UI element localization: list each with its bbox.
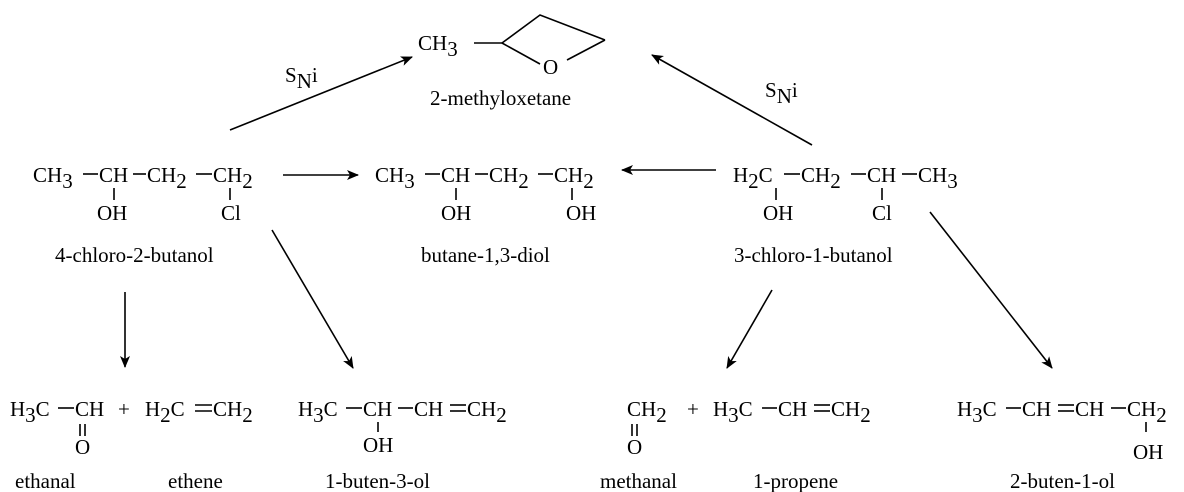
svg-text:OH: OH bbox=[363, 433, 393, 457]
svg-text:CH2: CH2 bbox=[213, 163, 253, 193]
name-3-chloro-1-butanol: 3-chloro-1-butanol bbox=[734, 243, 893, 267]
name-1-buten-3-ol: 1-buten-3-ol bbox=[325, 469, 430, 492]
plus-sign-right: + bbox=[687, 397, 699, 421]
svg-text:OH: OH bbox=[1133, 440, 1163, 464]
sni-label-right: SNi bbox=[765, 78, 798, 108]
svg-text:CH2: CH2 bbox=[213, 397, 253, 427]
svg-text:CH3: CH3 bbox=[918, 163, 958, 193]
svg-text:SNi: SNi bbox=[765, 78, 798, 108]
svg-text:Cl: Cl bbox=[221, 201, 241, 225]
svg-text:O: O bbox=[543, 55, 558, 79]
svg-text:CH: CH bbox=[778, 397, 807, 421]
compound-ethene: H2C CH2 ethene bbox=[145, 397, 253, 492]
svg-text:OH: OH bbox=[441, 201, 471, 225]
compound-ethanal: H3C CH O ethanal bbox=[10, 397, 104, 492]
name-methanal: methanal bbox=[600, 469, 677, 492]
name-2-methyloxetane: 2-methyloxetane bbox=[430, 86, 571, 110]
svg-text:CH3: CH3 bbox=[33, 163, 73, 193]
compound-1-propene: H3C CH CH2 1-propene bbox=[713, 397, 871, 492]
svg-text:CH: CH bbox=[1075, 397, 1104, 421]
compound-2-methyloxetane: CH3 O 2-methyloxetane bbox=[418, 14, 606, 110]
arrow-to-butenol3 bbox=[271, 229, 354, 369]
svg-text:CH2: CH2 bbox=[467, 397, 507, 427]
svg-text:CH2: CH2 bbox=[489, 163, 529, 193]
svg-text:CH: CH bbox=[1022, 397, 1051, 421]
svg-text:CH: CH bbox=[441, 163, 470, 187]
name-ethene: ethene bbox=[168, 469, 223, 492]
name-4-chloro-2-butanol: 4-chloro-2-butanol bbox=[55, 243, 214, 267]
svg-text:CH2: CH2 bbox=[147, 163, 187, 193]
compound-1-buten-3-ol: H3C CH CH CH2 OH 1-buten-3-ol bbox=[298, 397, 507, 492]
compound-4-chloro-2-butanol: CH3 CH CH2 CH2 OH Cl 4-chloro-2-butanol bbox=[33, 163, 253, 267]
compound-butane-1-3-diol: CH3 CH CH2 CH2 OH OH butane-1,3-diol bbox=[375, 163, 596, 267]
svg-text:H3C: H3C bbox=[713, 397, 753, 427]
svg-text:CH2: CH2 bbox=[554, 163, 594, 193]
svg-text:CH2: CH2 bbox=[1127, 397, 1167, 427]
svg-text:OH: OH bbox=[763, 201, 793, 225]
svg-text:Cl: Cl bbox=[872, 201, 892, 225]
reaction-arrows bbox=[120, 54, 1053, 369]
svg-text:OH: OH bbox=[566, 201, 596, 225]
svg-text:H3C: H3C bbox=[10, 397, 50, 427]
arrow-to-methyloxetane-left bbox=[229, 56, 413, 131]
svg-text:H2C: H2C bbox=[145, 397, 185, 427]
svg-text:CH: CH bbox=[363, 397, 392, 421]
arrow-to-butenol1 bbox=[929, 211, 1053, 369]
svg-text:O: O bbox=[627, 435, 642, 459]
svg-text:H3C: H3C bbox=[957, 397, 997, 427]
name-butane-1-3-diol: butane-1,3-diol bbox=[421, 243, 550, 267]
svg-text:CH2: CH2 bbox=[831, 397, 871, 427]
svg-text:CH: CH bbox=[99, 163, 128, 187]
svg-text:O: O bbox=[75, 435, 90, 459]
svg-text:CH3: CH3 bbox=[418, 31, 458, 61]
svg-text:OH: OH bbox=[97, 201, 127, 225]
svg-text:CH: CH bbox=[867, 163, 896, 187]
compound-methanal: CH2 O methanal bbox=[600, 397, 677, 492]
svg-text:H3C: H3C bbox=[298, 397, 338, 427]
svg-text:CH3: CH3 bbox=[375, 163, 415, 193]
svg-text:CH: CH bbox=[414, 397, 443, 421]
svg-text:CH: CH bbox=[75, 397, 104, 421]
name-1-propene: 1-propene bbox=[753, 469, 838, 492]
compound-3-chloro-1-butanol: H2C CH2 CH CH3 OH Cl 3-chloro-1-butanol bbox=[733, 163, 958, 267]
svg-text:H2C: H2C bbox=[733, 163, 773, 193]
arrow-to-methyloxetane-right bbox=[651, 54, 813, 146]
svg-text:SNi: SNi bbox=[285, 63, 318, 93]
arrow-to-methanal bbox=[726, 289, 773, 369]
sni-label-left: SNi bbox=[285, 63, 318, 93]
plus-sign-left: + bbox=[118, 397, 130, 421]
compound-2-buten-1-ol: H3C CH CH CH2 OH 2-buten-1-ol bbox=[957, 397, 1167, 492]
name-2-buten-1-ol: 2-buten-1-ol bbox=[1010, 469, 1115, 492]
svg-text:CH2: CH2 bbox=[801, 163, 841, 193]
name-ethanal: ethanal bbox=[15, 469, 76, 492]
svg-text:CH2: CH2 bbox=[627, 397, 667, 427]
